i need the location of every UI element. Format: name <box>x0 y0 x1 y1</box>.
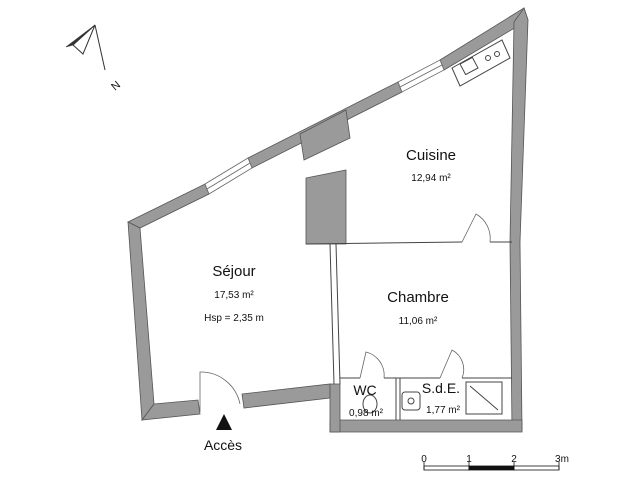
access-label: Accès <box>204 437 242 453</box>
wall-bottom-right <box>329 419 523 433</box>
wall-left <box>127 221 155 422</box>
wall-bottom-middle <box>241 383 331 409</box>
room-label-wc: WC <box>353 382 376 398</box>
window-kitchen-glass <box>399 64 443 88</box>
wall-sejour-bedroom <box>329 243 335 385</box>
shower-diagonal <box>469 385 499 411</box>
scale-seg-1 <box>423 465 470 471</box>
door-sde <box>439 349 465 379</box>
compass-north-label: N <box>109 79 123 93</box>
washbasin-drain <box>407 397 415 405</box>
sink-basin <box>459 56 479 76</box>
room-label-sejour: Séjour <box>212 263 255 280</box>
scale-label-1: 1 <box>466 454 472 465</box>
room-area-wc: 0,98 m² <box>349 408 384 419</box>
room-label-sde: S.d.E. <box>422 380 460 396</box>
hob-burner <box>485 55 491 61</box>
room-label-chambre: Chambre <box>387 289 449 306</box>
room-label-cuisine: Cuisine <box>406 147 456 164</box>
wall-top-left <box>127 183 210 229</box>
scale-seg-3 <box>513 465 560 471</box>
room-area-chambre: 11,06 m² <box>399 316 438 327</box>
wall-notch <box>299 109 351 161</box>
door-entrance <box>199 371 241 412</box>
bathroom-fixtures <box>362 381 503 415</box>
wall-sejour-bedroom-inner <box>335 243 341 385</box>
room-area-sde: 1,77 m² <box>426 405 461 416</box>
toilet-bowl <box>362 394 378 414</box>
door-kitchen <box>461 213 491 243</box>
wall-right <box>509 7 529 431</box>
room-labels: Cuisine 12,94 m² Séjour 17,53 m² Hsp = 2… <box>204 147 461 419</box>
door-wc <box>359 351 385 379</box>
room-area-cuisine: 12,94 m² <box>411 173 451 184</box>
scale-label-0: 0 <box>421 454 427 465</box>
compass-axis <box>94 24 106 71</box>
hob-burner-2 <box>494 51 500 57</box>
shower-tray <box>465 381 503 415</box>
scale-label-2: 2 <box>511 454 517 465</box>
room-area-sejour: 17,53 m² <box>214 290 254 301</box>
scale-bar: 0 1 2 3m <box>421 454 569 471</box>
washbasin <box>401 391 421 411</box>
interior-walls <box>305 169 512 420</box>
scale-label-3: 3m <box>555 454 569 465</box>
wall-kitchen-bedroom <box>305 241 463 245</box>
technical-shaft <box>305 169 347 245</box>
room-height-sejour: Hsp = 2,35 m <box>204 313 264 324</box>
wall-wc-left <box>329 383 341 433</box>
wall-bottom-left <box>141 399 201 421</box>
sink-counter <box>451 39 511 87</box>
kitchen-sink <box>451 39 511 87</box>
doors <box>199 213 491 412</box>
access-marker: Accès <box>204 414 242 453</box>
access-arrow-icon <box>216 414 232 430</box>
scale-seg-2 <box>468 465 515 471</box>
compass-needle-dark-icon <box>65 24 96 48</box>
window-sejour-glass <box>206 162 251 190</box>
north-compass: N <box>65 24 123 93</box>
windows <box>204 59 445 195</box>
